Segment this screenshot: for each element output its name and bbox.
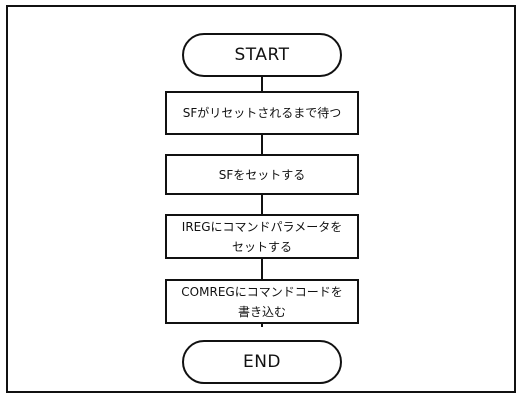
flow-connector-line <box>261 77 263 327</box>
diagram-frame <box>6 5 516 393</box>
process-step-text: SFがリセットされるまで待つ <box>182 106 342 120</box>
process-step-set-sf: SFをセットする <box>165 154 359 195</box>
end-terminal: END <box>182 340 342 384</box>
process-step-text-line-2: 書き込む <box>237 304 286 319</box>
process-step-wait-sf-reset: SFがリセットされるまで待つ <box>165 91 359 135</box>
process-step-text-line-1: COMREGにコマンドコードを <box>181 284 343 299</box>
start-label: START <box>234 45 290 65</box>
process-step-write-comreg: COMREGにコマンドコードを 書き込む <box>165 279 359 324</box>
end-label: END <box>242 352 282 372</box>
process-step-text-line-1: IREGにコマンドパラメータを <box>181 219 343 234</box>
start-terminal: START <box>182 33 342 77</box>
process-step-text-line-2: セットする <box>231 239 292 254</box>
process-step-set-ireg: IREGにコマンドパラメータを セットする <box>165 214 359 259</box>
process-step-text: SFをセットする <box>218 167 306 182</box>
